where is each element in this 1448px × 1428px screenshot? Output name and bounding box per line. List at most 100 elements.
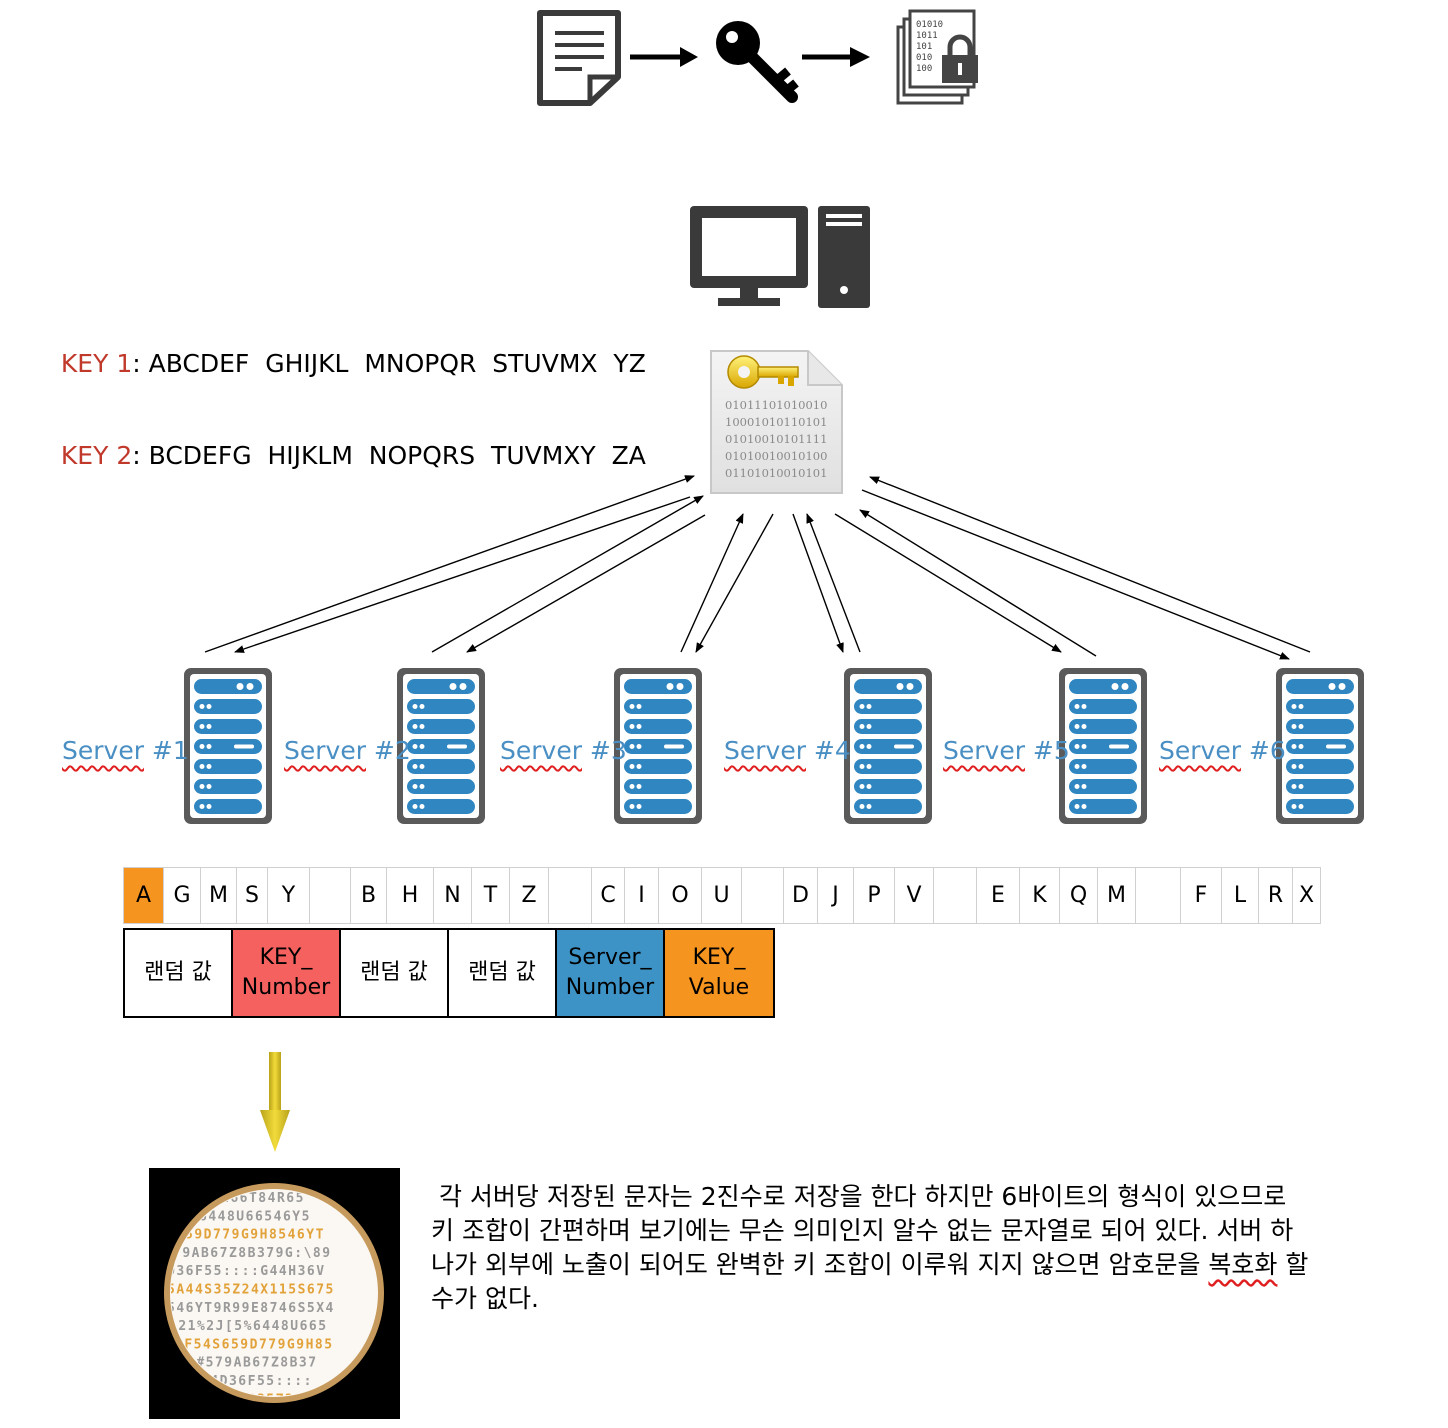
server-number: #4 (805, 736, 851, 765)
empty-cell (309, 867, 351, 924)
server-name: Server (284, 736, 366, 765)
cipher-row: 5F54S659D779G9H85 (175, 1337, 334, 1352)
key-2-label: KEY 2 (60, 441, 133, 470)
letter-cell: M (1097, 867, 1136, 924)
cipher-row: 5A44S35Z24X115S675 (167, 1283, 335, 1298)
key-1-value: : ABCDEF GHIJKL MNOPQR STUVMX YZ (132, 349, 646, 378)
packet-field: 랜덤 값 (125, 930, 233, 1016)
cipher-row: F4D36F55:::: (201, 1374, 313, 1389)
server-6-icon (1276, 668, 1364, 824)
packet-field: KEY_ Value (665, 930, 773, 1016)
arrow-from-key-4 (792, 513, 844, 653)
letter-cell: R (1258, 867, 1293, 924)
cipher-row: 44S35Z2 (229, 1392, 294, 1407)
svg-text:101: 101 (916, 42, 932, 52)
server-name: Server (62, 736, 144, 765)
letter-cell: X (1292, 867, 1321, 924)
letter-cell: B (350, 867, 387, 924)
svg-text:01010: 01010 (916, 20, 943, 30)
server-name: Server (500, 736, 582, 765)
letter-cell: K (1019, 867, 1060, 924)
binary-line: 01101010010101 (725, 466, 827, 480)
binary-line: 10001010110101 (725, 415, 827, 429)
letter-cell: Q (1059, 867, 1098, 924)
server-1-label: Server #1 (62, 736, 189, 765)
packet-field: Server_ Number (557, 930, 665, 1016)
description-text: 각 서버당 저장된 문자는 2진수로 저장을 한다 하지만 6바이트의 형식이 … (431, 1180, 1341, 1316)
arrow-to-key-6 (869, 476, 1311, 653)
server-number: #6 (1240, 736, 1286, 765)
cipher-row: 59D779G9H8546YT (185, 1228, 325, 1243)
cipher-row: 121%2J[5%6448U665 (169, 1319, 328, 1334)
letter-cell: Z (509, 867, 549, 924)
letter-cell: E (976, 867, 1020, 924)
server-2-icon (397, 668, 485, 824)
empty-cell (933, 867, 977, 924)
letter-cell: I (624, 867, 659, 924)
letter-cell: M (200, 867, 237, 924)
letter-cell: L (1221, 867, 1259, 924)
key-1-label: KEY 1 (60, 349, 133, 378)
cipher-row: D36F55::::G44H36V (167, 1264, 326, 1279)
letter-cell: O (658, 867, 702, 924)
server-6-label: Server #6 (1159, 736, 1286, 765)
letter-cell: J (817, 867, 854, 924)
server-number: #2 (365, 736, 411, 765)
server-5-icon (1059, 668, 1147, 824)
letter-cell: H (386, 867, 434, 924)
arrow-from-key-2 (466, 514, 706, 653)
arrow-right-icon (630, 47, 698, 67)
letter-cell: T (471, 867, 510, 924)
server-2-label: Server #2 (284, 736, 411, 765)
packet-field: KEY_ Number (233, 930, 341, 1016)
key-2-value: : BCDEFG HIJKLM NOPQRS TUVMXY ZA (132, 441, 646, 470)
server-number: #5 (1024, 736, 1070, 765)
server-4-label: Server #4 (724, 736, 851, 765)
binary-line: 01010010101111 (725, 432, 827, 446)
svg-text:1011: 1011 (916, 31, 938, 41)
cipher-text-image: H66T84R656448U66546Y559D779G9H8546YT79AB… (149, 1168, 400, 1419)
server-5-label: Server #5 (943, 736, 1070, 765)
letter-cell: U (701, 867, 742, 924)
cipher-row: 6448U66546Y5 (199, 1209, 311, 1224)
description-underlined: 복호화 (1208, 1250, 1278, 1279)
arrow-to-key-4 (806, 513, 861, 653)
server-1-icon (184, 668, 272, 824)
binary-line: 01011101010010 (725, 398, 827, 412)
arrow-from-key-5 (834, 513, 1062, 653)
svg-text:010: 010 (916, 53, 932, 63)
computer-icon (690, 206, 870, 308)
description-after: 할 수가 없다. (431, 1250, 1309, 1313)
letter-cell: C (591, 867, 625, 924)
letter-cell: A (123, 867, 164, 924)
encryption-flow: 01010 1011 101 010 100 (537, 9, 978, 106)
letter-cell: N (433, 867, 472, 924)
arrow-right-icon (802, 47, 870, 67)
cipher-row: Q#579AB67Z8B37 (187, 1356, 318, 1371)
arrow-to-key-5 (859, 509, 1097, 657)
letter-cell: G (163, 867, 201, 924)
locked-binary-icon: 01010 1011 101 010 100 (896, 9, 978, 105)
letter-cell: P (853, 867, 895, 924)
key-file-icon: 01011101010010 10001010110101 010100101011… (710, 350, 843, 494)
key-1-line: KEY 1: ABCDEF GHIJKL MNOPQR STUVMX YZ (45, 320, 646, 378)
letter-cell: V (894, 867, 934, 924)
arrow-from-key-1 (234, 496, 691, 653)
svg-text:100: 100 (916, 64, 932, 74)
letter-cell: F (1180, 867, 1222, 924)
letter-cell: S (236, 867, 268, 924)
server-name: Server (1159, 736, 1241, 765)
empty-cell (1135, 867, 1181, 924)
cipher-row: 546YT9R99E8746S5X4 (167, 1301, 335, 1316)
packet-field: 랜덤 값 (449, 930, 557, 1016)
empty-cell (548, 867, 592, 924)
server-name: Server (724, 736, 806, 765)
packet-field: 랜덤 값 (341, 930, 449, 1016)
description-before: 각 서버당 저장된 문자는 2진수로 저장을 한다 하지만 6바이트의 형식이 … (431, 1182, 1294, 1279)
key-2-line: KEY 2: BCDEFG HIJKLM NOPQRS TUVMXY ZA (45, 412, 646, 470)
server-number: #1 (143, 736, 189, 765)
cipher-row: 79AB67Z8B379G:\89 (173, 1246, 332, 1261)
empty-cell (741, 867, 784, 924)
